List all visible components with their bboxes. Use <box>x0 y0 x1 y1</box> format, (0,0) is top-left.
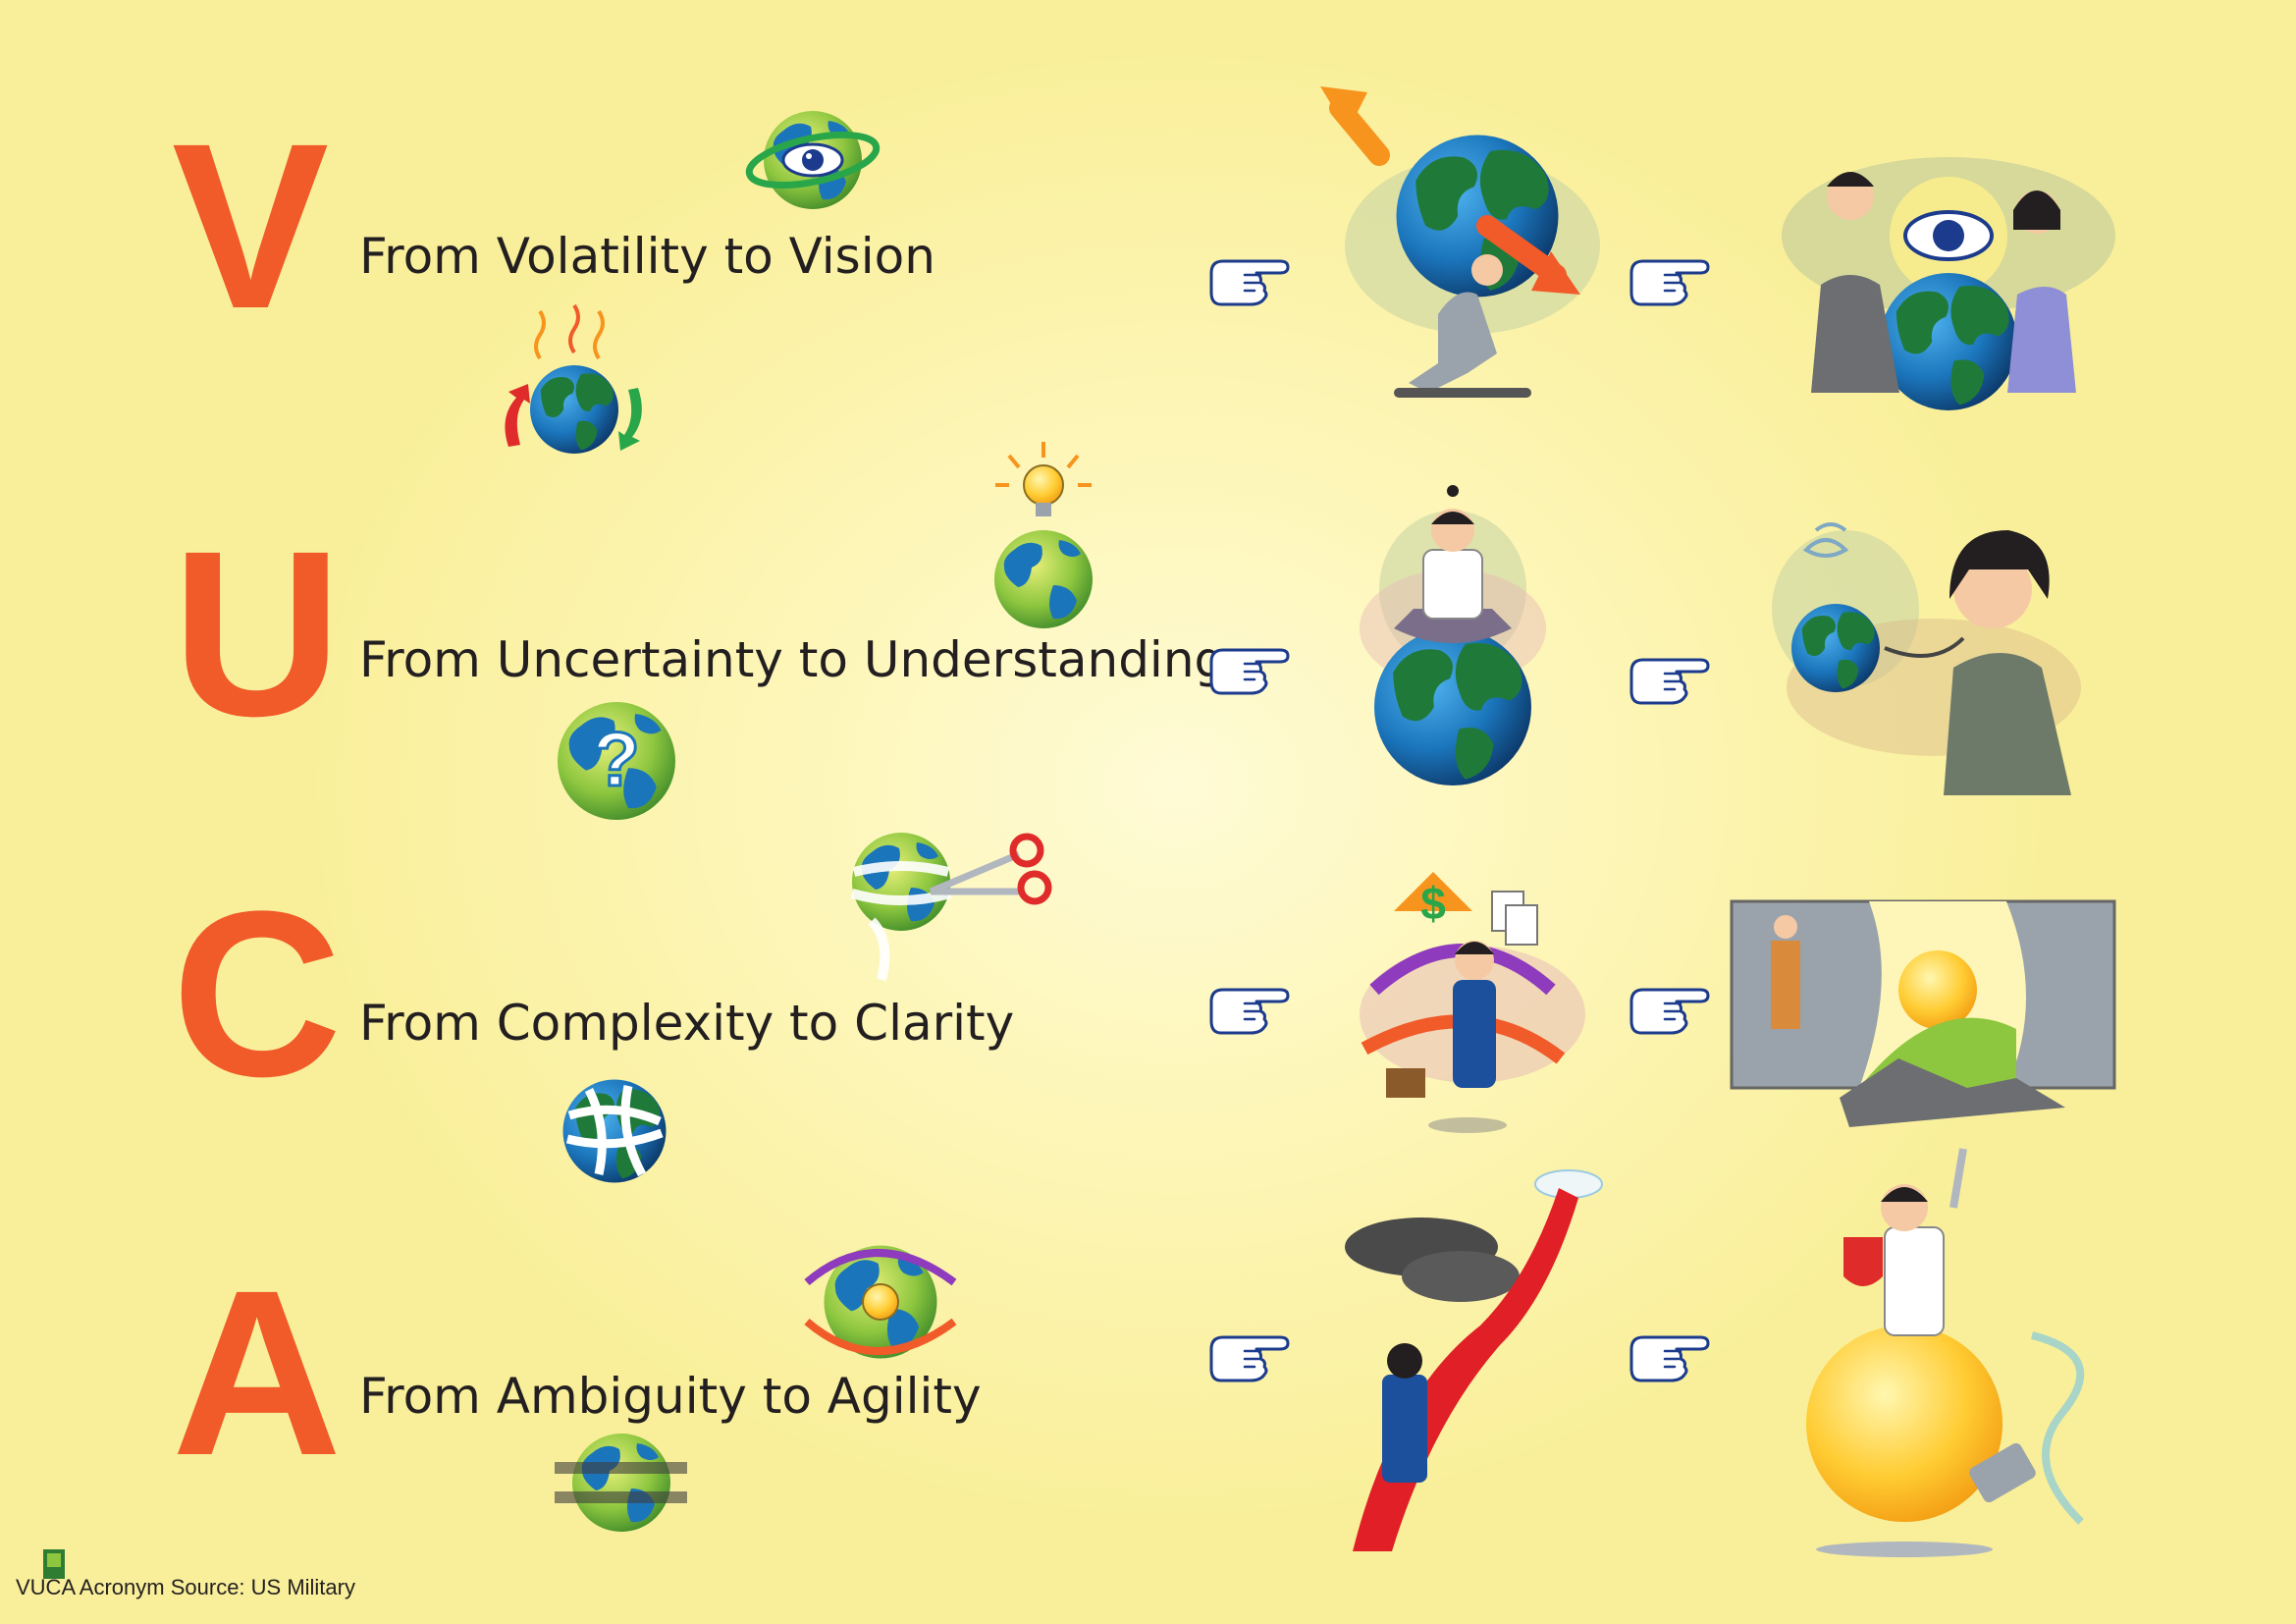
svg-text:$: $ <box>1420 878 1446 929</box>
letter-c: C <box>172 862 343 1125</box>
man-riding-lightbulb-illustration <box>1806 1148 2085 1557</box>
pointing-hand-icon <box>1209 988 1290 1035</box>
volatile-globe-icon <box>505 303 642 454</box>
man-walking-red-carpet-illustration <box>1345 1169 1603 1551</box>
thinking-man-on-globe-illustration <box>1360 485 1546 785</box>
caption-uncertainty-understanding: From Uncertainty to Understanding <box>359 631 1226 688</box>
caption-ambiguity-agility: From Ambiguity to Agility <box>359 1368 982 1425</box>
pointing-hand-icon <box>1209 1335 1290 1382</box>
caption-volatility-vision: From Volatility to Vision <box>359 228 935 285</box>
handshake-vision-illustration <box>1782 157 2115 410</box>
letter-u: U <box>172 502 343 765</box>
svg-text:?: ? <box>593 716 640 802</box>
question-globe-icon: ? <box>558 702 675 820</box>
businessman-complexity-illustration: $ <box>1360 872 1585 1133</box>
logo-icon <box>43 1549 65 1579</box>
pointing-hand-icon <box>1629 658 1710 705</box>
foggy-globe-icon <box>555 1434 687 1532</box>
source-footer: VUCA Acronym Source: US Military <box>16 1575 355 1599</box>
pointing-hand-icon <box>1209 259 1290 306</box>
pointing-hand-icon <box>1209 648 1290 695</box>
lightbulb-globe-icon <box>994 442 1093 628</box>
pointing-hand-icon <box>1629 1335 1710 1382</box>
eye-globe-icon <box>745 111 881 209</box>
breaking-wall-sunrise-illustration <box>1730 899 2116 1127</box>
pointing-hand-icon <box>1629 988 1710 1035</box>
agility-globe-bulb-icon <box>804 1245 957 1359</box>
pointing-hand-icon <box>1629 259 1710 306</box>
bandaged-globe-icon <box>562 1079 667 1183</box>
letter-v: V <box>172 94 330 357</box>
doctor-examining-globe-illustration <box>1772 522 2081 795</box>
caption-complexity-clarity: From Complexity to Clarity <box>359 995 1015 1052</box>
letter-a: A <box>172 1241 343 1504</box>
scissors-cutting-bandaged-globe-icon <box>850 833 1052 982</box>
man-carrying-globe-illustration <box>1320 86 1600 398</box>
